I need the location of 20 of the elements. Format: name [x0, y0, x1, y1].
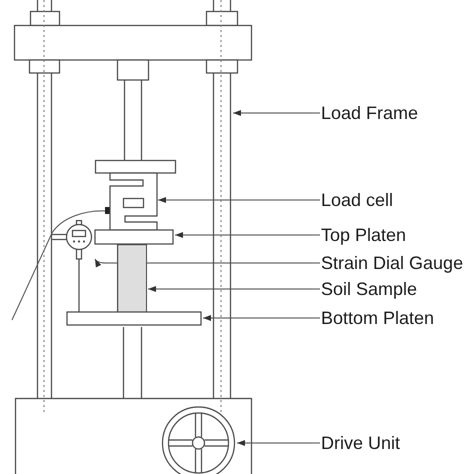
leader-line [158, 197, 320, 203]
dial-gauge [64, 220, 94, 312]
load-cell [109, 172, 158, 231]
leader-line [148, 286, 320, 292]
part-label: Load cell [321, 189, 394, 211]
part-label: Drive Unit [321, 432, 400, 454]
part-label: Strain Dial Gauge [321, 252, 464, 274]
leader-line [236, 440, 320, 446]
part-label: Load Frame [321, 102, 418, 124]
top-platen [94, 229, 174, 245]
part-label: Soil Sample [321, 278, 418, 300]
soil-sample [117, 244, 147, 313]
part-label: Bottom Platen [321, 307, 434, 329]
part-label: Top Platen [321, 224, 406, 246]
leader-line [174, 232, 320, 238]
frame-column [212, 0, 233, 413]
handwheel [161, 406, 236, 474]
bottom-platen [66, 311, 202, 326]
leader-line [202, 315, 320, 321]
leader-line [232, 110, 320, 116]
